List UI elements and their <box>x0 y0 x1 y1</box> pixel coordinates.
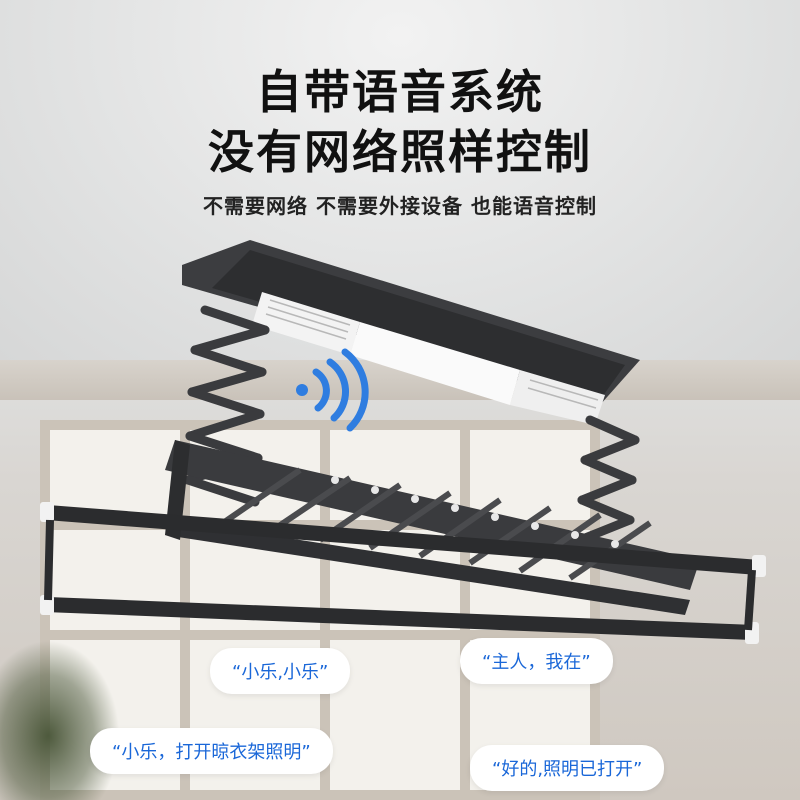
device-reply-bubble: “主人，我在” <box>460 638 613 684</box>
voice-wave-icon <box>296 348 369 432</box>
plant <box>0 640 120 800</box>
headline-line-2: 没有网络照样控制 <box>208 125 592 179</box>
device-reply-bubble: “好的,照明已打开” <box>470 745 665 791</box>
side-support-right <box>744 569 756 631</box>
ceiling-unit <box>182 240 640 425</box>
user-voice-bubble: “小乐,小乐” <box>210 648 351 694</box>
window-mullion <box>460 430 470 790</box>
subheadline: 不需要网络 不需要外接设备 也能语音控制 <box>203 194 597 218</box>
user-voice-bubble: “小乐，打开晾衣架照明” <box>90 728 333 774</box>
side-support-left <box>44 519 54 601</box>
headline-line-1: 自带语音系统 <box>256 65 544 119</box>
window-transom <box>50 630 590 640</box>
window-transom <box>50 520 590 530</box>
